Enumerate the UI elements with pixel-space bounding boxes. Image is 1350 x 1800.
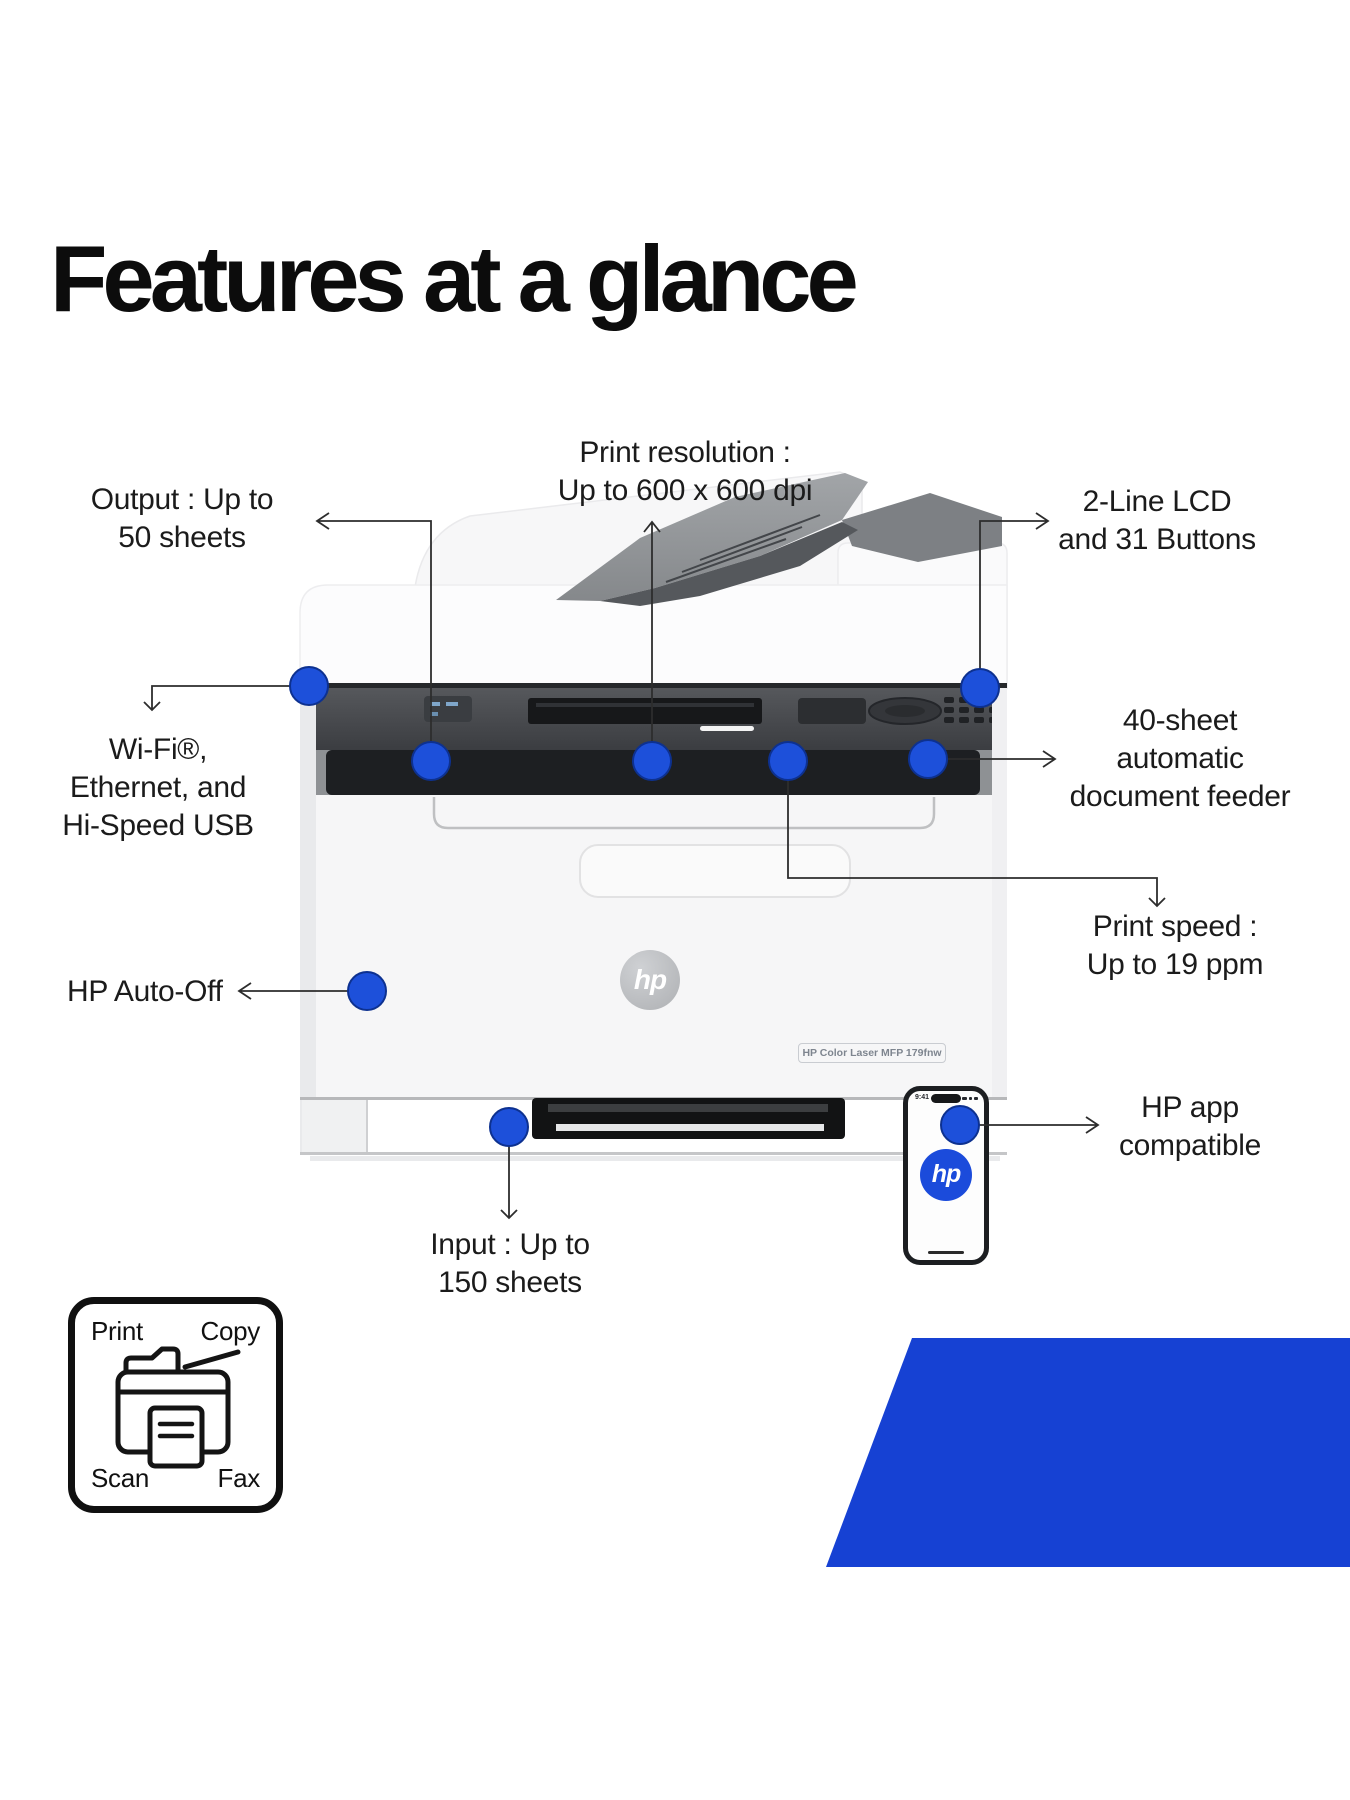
label-print-speed: Print speed : Up to 19 ppm: [1086, 910, 1264, 981]
label-input: Input : Up to 150 sheets: [430, 1228, 590, 1299]
label-adf: 40-sheet automatic document feeder: [1069, 704, 1291, 813]
feature-scan-label: Scan: [91, 1463, 150, 1493]
label-output: Output : Up to 50 sheets: [90, 483, 274, 554]
label-print-resolution: Print resolution : Up to 600 x 600 dpi: [557, 436, 813, 507]
feature-copy-label: Copy: [200, 1316, 261, 1346]
phone-home-indicator: [928, 1251, 964, 1254]
mfp-device-icon: [115, 1346, 241, 1469]
page-title: Features at a glance: [50, 226, 859, 331]
label-lcd: 2-Line LCD and 31 Buttons: [1058, 485, 1256, 556]
label-hp-app: HP app compatible: [1118, 1091, 1262, 1162]
feature-print-label: Print: [91, 1316, 143, 1346]
label-wifi: Wi-Fi®, Ethernet, and Hi-Speed USB: [62, 733, 254, 842]
label-auto-off: HP Auto-Off: [67, 975, 223, 1008]
feature-fax-label: Fax: [217, 1463, 261, 1493]
feature-box: Print Copy Scan Fax: [68, 1297, 283, 1513]
phone-hp-logo-text: hp: [931, 1159, 962, 1188]
